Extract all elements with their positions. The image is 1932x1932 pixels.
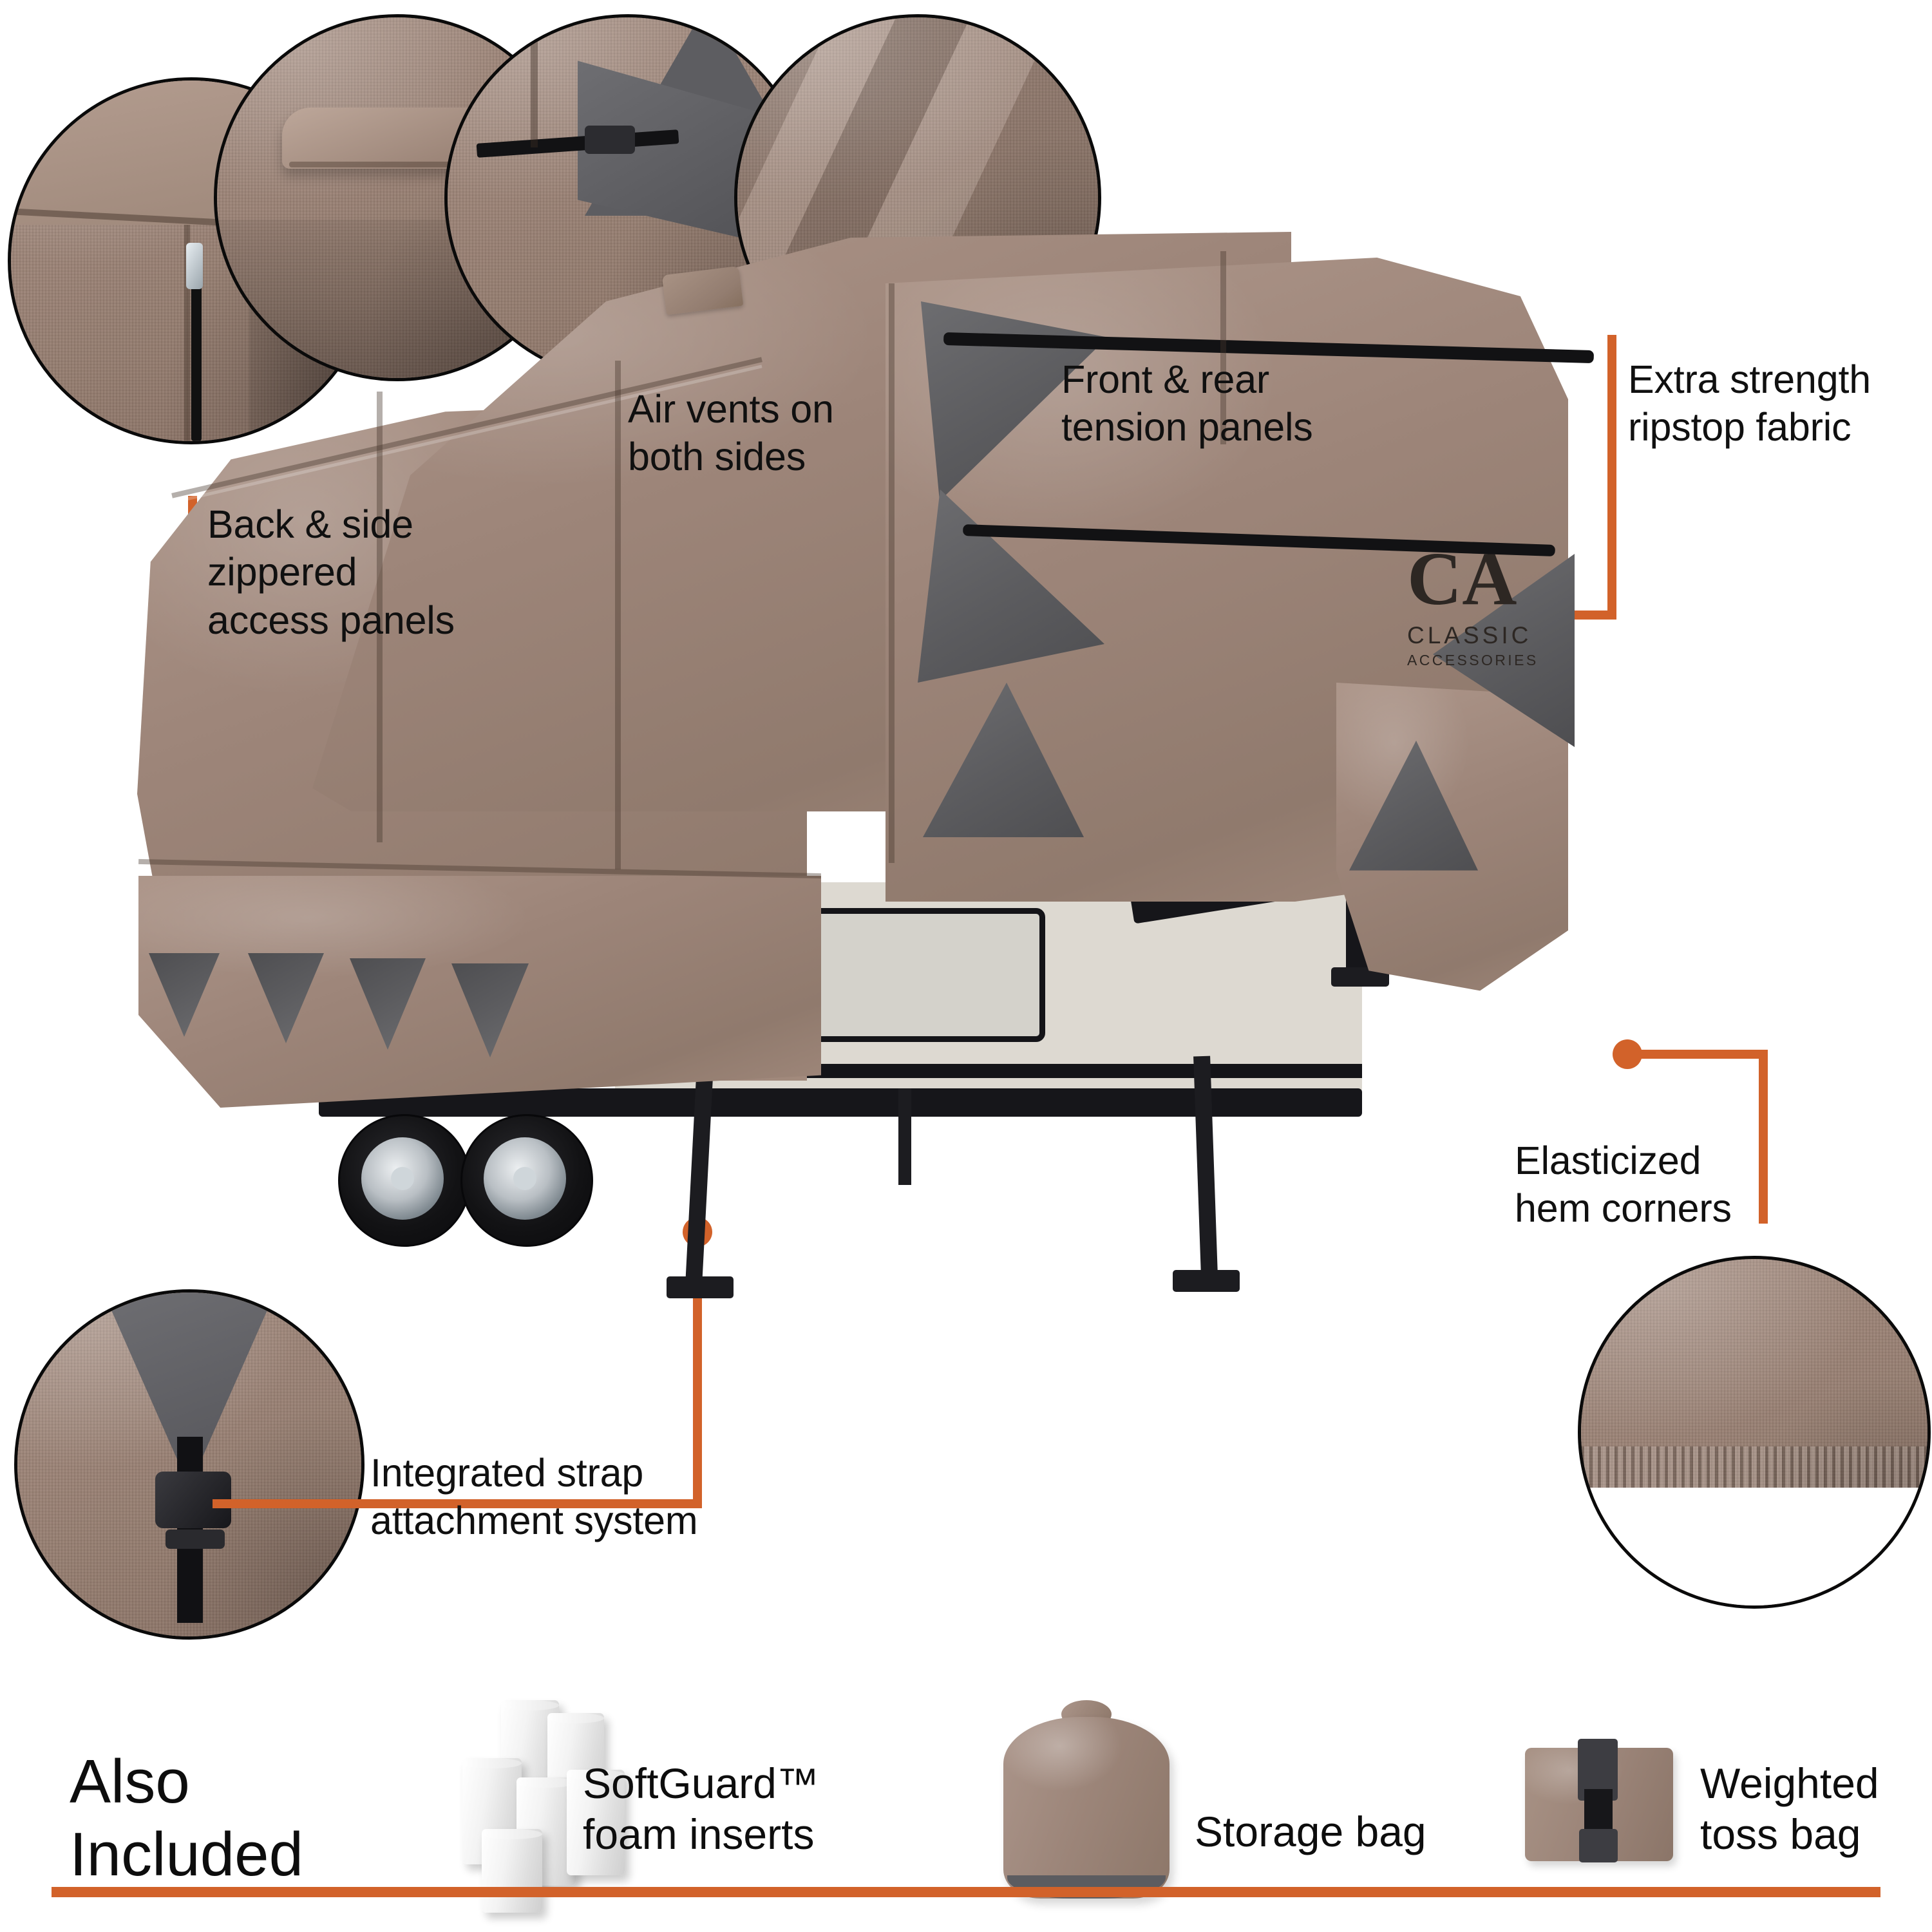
cover-seam	[377, 392, 383, 842]
wheel-hub-front	[513, 1167, 536, 1190]
cover-seam	[615, 361, 621, 869]
leader-line-ripstop-v	[1607, 335, 1616, 618]
trailer-frame	[319, 1088, 1362, 1117]
leader-line-strap-h	[213, 1499, 702, 1508]
leader-line-strap-v	[693, 1230, 702, 1507]
foam-roll	[567, 1770, 625, 1875]
included-label-foam-inserts: SoftGuard™ foam inserts	[583, 1759, 819, 1859]
elastic-hem-gathers	[1581, 1446, 1927, 1495]
logo-line-2: ACCESSORIES	[1407, 652, 1539, 668]
leader-dot-hem	[1613, 1039, 1642, 1069]
callout-zippered-access-panels: Back & side zippered access panels	[207, 502, 455, 642]
jack-foot-right	[1173, 1270, 1240, 1292]
leader-line-hem-h	[1629, 1050, 1768, 1059]
brand-logo: CA CLASSIC ACCESSORIES	[1407, 541, 1555, 670]
bottom-accent-rule	[52, 1887, 1880, 1897]
wheel-front	[460, 1114, 593, 1247]
strap-webbing-icon	[177, 1437, 204, 1623]
stabilizer-jack-mid	[898, 1088, 911, 1185]
also-included-heading: Also Included	[70, 1747, 303, 1889]
circle-white-cutoff	[1581, 1488, 1927, 1605]
detail-circle-strap-attachment	[14, 1289, 365, 1640]
callout-tension-panels: Front & rear tension panels	[1061, 357, 1313, 450]
storage-bag-body	[1003, 1717, 1170, 1899]
storage-bag-graphic	[992, 1700, 1185, 1913]
cover-seam	[1220, 251, 1226, 444]
callout-elasticized-hem: Elasticized hem corners	[1515, 1139, 1732, 1231]
toss-bag-buckle-icon	[1579, 1829, 1618, 1862]
wheel-hub-rear	[391, 1167, 414, 1190]
zipper-pull-icon	[185, 243, 203, 289]
rv-cover-illustration: CA CLASSIC ACCESSORIES	[126, 232, 1595, 1352]
toss-bag-graphic	[1525, 1739, 1686, 1893]
callout-ripstop-fabric: Extra strength ripstop fabric	[1628, 357, 1871, 450]
cover-seam	[889, 283, 895, 863]
foam-roll	[482, 1829, 542, 1913]
included-label-toss-bag: Weighted toss bag	[1700, 1759, 1879, 1859]
detail-circle-elasticized-hem	[1578, 1256, 1931, 1609]
strap-buckle-icon	[584, 126, 635, 154]
foam-inserts-graphic	[444, 1700, 650, 1913]
included-label-storage-bag: Storage bag	[1195, 1808, 1426, 1855]
logo-monogram: CA	[1407, 536, 1517, 621]
jack-foot-left	[667, 1276, 734, 1298]
callout-strap-attachment: Integrated strap attachment system	[370, 1451, 698, 1543]
logo-line-1: CLASSIC	[1407, 622, 1532, 649]
leader-line-hem-v	[1759, 1050, 1768, 1224]
callout-air-vents: Air vents on both sides	[628, 387, 834, 479]
